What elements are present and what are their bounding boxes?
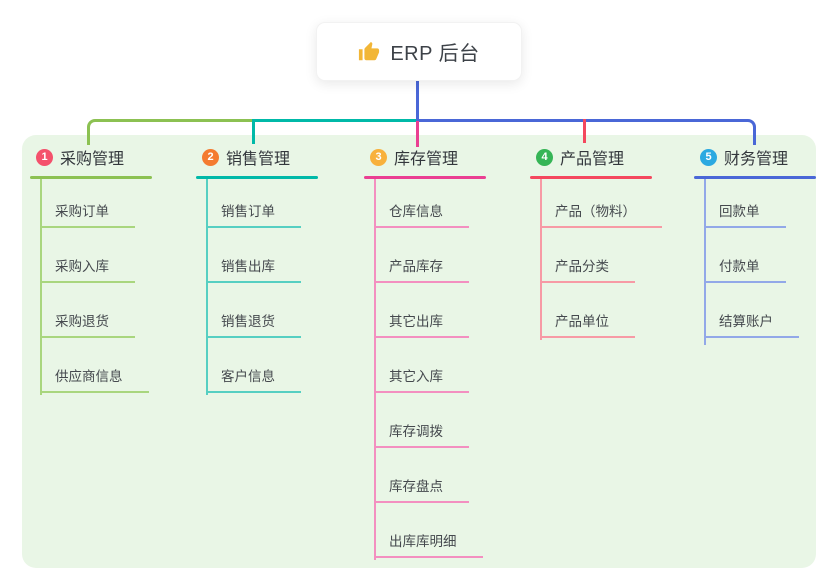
child-node[interactable]: 采购订单 (40, 173, 135, 228)
branch-children: 销售订单 销售出库 销售退货 客户信息 (206, 173, 301, 393)
branch-children: 回款单 付款单 结算账户 (704, 173, 799, 338)
child-node[interactable]: 结算账户 (704, 283, 799, 338)
child-node[interactable]: 采购入库 (40, 228, 135, 283)
root-node[interactable]: ERP 后台 (316, 22, 522, 81)
branch-underline (30, 176, 152, 179)
branch-sales-node[interactable]: 2 销售管理 (202, 146, 290, 168)
branch-underline (530, 176, 652, 179)
child-node[interactable]: 销售订单 (206, 173, 301, 228)
branch-underline (196, 176, 318, 179)
child-node[interactable]: 付款单 (704, 228, 786, 283)
child-node[interactable]: 其它入库 (374, 338, 469, 393)
branch-number-badge: 1 (36, 148, 53, 166)
branch-spine-line (704, 179, 706, 345)
branch-underline (694, 176, 816, 179)
branch-product-node[interactable]: 4 产品管理 (536, 146, 624, 168)
branch-children: 产品（物料） 产品分类 产品单位 (540, 173, 662, 338)
branch4-drop-line (583, 119, 586, 143)
bus-line-teal (253, 119, 417, 122)
branch-finance-node[interactable]: 5 财务管理 (700, 146, 788, 168)
child-node[interactable]: 仓库信息 (374, 173, 469, 228)
bus-line-green (87, 119, 253, 145)
branch-label: 财务管理 (724, 151, 789, 168)
branch-number-badge: 5 (700, 148, 717, 166)
child-node[interactable]: 其它出库 (374, 283, 469, 338)
branch-spine-line (540, 179, 542, 340)
branch-label: 产品管理 (560, 151, 625, 168)
branch-underline (364, 176, 486, 179)
branch-label: 采购管理 (60, 151, 125, 168)
child-node[interactable]: 供应商信息 (40, 338, 149, 393)
branch3-drop-line (416, 121, 419, 147)
child-node[interactable]: 库存盘点 (374, 448, 469, 503)
thumbs-up-icon (359, 41, 380, 60)
branch2-drop-line (252, 119, 255, 144)
child-node[interactable]: 回款单 (704, 173, 786, 228)
branch-label: 库存管理 (394, 151, 459, 168)
child-node[interactable]: 产品库存 (374, 228, 469, 283)
branch-number-badge: 3 (370, 148, 387, 166)
branch-number-badge: 2 (202, 148, 219, 166)
child-node[interactable]: 库存调拨 (374, 393, 469, 448)
branch-children: 仓库信息 产品库存 其它出库 其它入库 库存调拨 库存盘点 出库库明细 (374, 173, 483, 558)
root-connector-line (416, 81, 419, 122)
branch-number-badge: 4 (536, 148, 553, 166)
branch-inventory-node[interactable]: 3 库存管理 (370, 146, 458, 168)
child-node[interactable]: 客户信息 (206, 338, 301, 393)
branch-spine-line (40, 179, 42, 395)
branch-label: 销售管理 (226, 151, 291, 168)
branch-spine-line (206, 179, 208, 395)
branch-children: 采购订单 采购入库 采购退货 供应商信息 (40, 173, 149, 393)
child-node[interactable]: 出库库明细 (374, 503, 483, 558)
branch-spine-line (374, 179, 376, 560)
child-node[interactable]: 销售退货 (206, 283, 301, 338)
child-node[interactable]: 产品分类 (540, 228, 635, 283)
child-node[interactable]: 产品单位 (540, 283, 635, 338)
child-node[interactable]: 采购退货 (40, 283, 135, 338)
bus-line-blue (416, 119, 756, 145)
mindmap-panel (22, 135, 816, 568)
root-node-label: ERP 后台 (390, 43, 480, 65)
child-node[interactable]: 产品（物料） (540, 173, 662, 228)
branch-purchase-node[interactable]: 1 采购管理 (36, 146, 124, 168)
child-node[interactable]: 销售出库 (206, 228, 301, 283)
